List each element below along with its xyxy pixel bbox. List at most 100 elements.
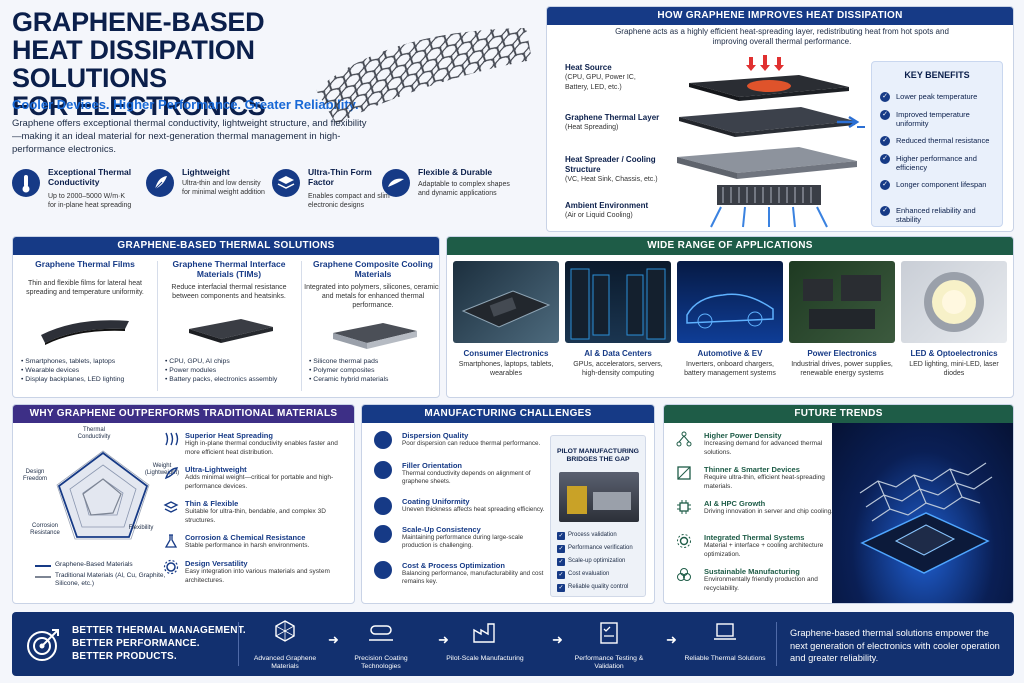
pilot-item: ✓Performance verification [557,545,633,553]
solution-list-item: • Wearable devices [21,367,80,374]
step-label: Advanced Graphene Materials [253,655,317,670]
solution-list: • Smartphones, tablets, laptops • Wearab… [21,357,124,384]
title-line-2: HEAT DISSIPATION SOLUTIONS [12,35,255,93]
check-icon: ✓ [880,110,890,120]
future-item-sustainable: Sustainable Manufacturing Environmentall… [677,567,834,593]
app-title: Power Electronics [807,349,877,358]
future-title: Sustainable Manufacturing [704,567,800,576]
consumer-electronics-image [453,261,559,343]
benefit-text: Lower peak temperature [896,92,978,101]
benefit-text: Reduced thermal resistance [896,136,990,145]
solution-list-item: • Polymer composites [309,367,375,374]
benefit-text: Longer component lifespan [896,180,987,189]
solution-tims: Graphene Thermal Interface Materials (TI… [159,259,299,395]
why-title: Thin & Flexible [185,499,239,508]
factory-icon [473,623,495,643]
benefit-text: Improved temperature uniformity [896,110,970,128]
key-benefits-box: KEY BENEFITS ✓ Lower peak temperature ✓ Im… [871,61,1003,227]
arrow-right-icon: ➜ [328,632,339,647]
tagline: Cooler Devices. Higher Performance. Grea… [12,97,359,112]
solution-list-item: • CPU, GPU, AI chips [165,358,230,365]
solution-list-item: • Smartphones, tablets, laptops [21,358,116,365]
applications-panel: WIDE RANGE OF APPLICATIONS Consumer Elec… [446,236,1014,398]
solution-list-item: • Display backplanes, LED lighting [21,376,125,383]
app-power-electronics: Power Electronics Industrial drives, pow… [789,261,895,395]
manufacturing-panel: MANUFACTURING CHALLENGES Dispersion Qual… [361,404,655,604]
recycle-icon [677,568,691,581]
list-text: Silicone thermal pads [313,358,379,365]
why-desc: Easy integration into various materials … [185,568,330,584]
feature-desc: Enables compact and slim electronic desi… [308,193,390,209]
why-item-lightweight: Ultra-Lightweight Adds minimal weight—cr… [164,465,353,491]
pilot-item-text: Performance verification [568,545,633,551]
slogan-line: BETTER PERFORMANCE. [72,638,200,649]
future-title: Thinner & Smarter Devices [704,465,800,474]
heat-description: Graphene acts as a highly efficient heat… [615,27,949,46]
footer-closing: Graphene-based thermal solutions empower… [790,628,1000,663]
step-label: Performance Testing & Validation [574,655,644,670]
why-title: Ultra-Lightweight [185,465,247,474]
radar-chart [56,450,150,540]
feature-lightweight: Lightweight Ultra-thin and low density f… [146,167,274,223]
page-title: GRAPHENE-BASED HEAT DISSIPATION SOLUTION… [12,8,412,120]
slogan-line: BETTER PRODUCTS. [72,651,177,662]
solution-thermal-films: Graphene Thermal Films Thin and flexible… [15,259,155,395]
device-icon [677,466,691,480]
mfg-item-filler-orientation: Filler Orientation Thermal conductivity … [374,461,552,486]
mfg-title: Cost & Process Optimization [402,561,505,570]
graphene-chip-image [832,423,1013,603]
why-item-corrosion: Corrosion & Chemical Resistance Stable p… [164,533,353,551]
feature-desc: Ultra-thin and low density for minimal w… [182,180,265,196]
layer-heat-source: Heat Source (CPU, GPU, Power IC, Battery… [565,63,647,93]
mfg-title: Dispersion Quality [402,431,469,440]
future-desc: Environmentally friendly production and … [704,576,818,592]
check-icon: ✓ [557,545,565,553]
mfg-item-cost: Cost & Process Optimization Balancing pe… [374,561,552,586]
list-text: Smartphones, tablets, laptops [25,358,116,365]
future-item-power-density: Higher Power Density Increasing demand f… [676,431,834,457]
future-item-ai-hpc: AI & HPC Growth Driving innovation in se… [677,499,834,517]
solution-list: • CPU, GPU, AI chips • Power modules • B… [165,357,277,384]
legend-text: Traditional Materials (Al, Cu, Graphite,… [55,572,166,587]
network-icon [676,431,692,447]
step-pilot-scale: Pilot-Scale Manufacturing [440,618,530,663]
feature-title: Flexible & Durable [418,167,493,177]
why-desc: Suitable for ultra-thin, bendable, and c… [185,508,326,524]
chip-icon [677,500,691,514]
solution-desc: Thin and flexible films for lateral heat… [26,280,144,296]
solutions-heading: GRAPHENE-BASED THERMAL SOLUTIONS [13,237,439,255]
solution-desc: Integrated into polymers, silicones, cer… [304,284,440,309]
check-icon: ✓ [557,532,565,540]
benefit-item: ✓Higher performance and efficiency [880,154,1002,172]
benefit-item: ✓Reduced thermal resistance [880,136,1002,146]
solution-list-item: • Power modules [165,367,217,374]
power-electronics-image [789,261,895,343]
mfg-desc: Thermal conductivity depends on alignmen… [402,470,531,485]
layer-sub: (VC, Heat Sink, Chassis, etc.) [565,176,658,183]
app-desc: Industrial drives, power supplies, renew… [791,361,893,377]
future-item-integrated-systems: Integrated Thermal Systems Material + in… [677,533,834,559]
app-title: Consumer Electronics [463,349,549,358]
solution-title: Graphene Composite Cooling Materials [313,259,433,279]
layer-ambient: Ambient Environment (Air or Liquid Cooli… [565,201,665,221]
thermal-film-image [41,320,129,345]
layer-title: Heat Source [565,63,612,72]
led-image [901,261,1007,343]
layer-title: Heat Spreader / Cooling Structure [565,155,656,174]
pilot-manufacturing-box: PILOT MANUFACTURING BRIDGES THE GAP ✓Pro… [550,435,646,597]
list-text: Ceramic hybrid materials [313,376,389,383]
check-icon: ✓ [880,206,890,216]
why-desc: High in-plane thermal conductivity enabl… [185,440,338,456]
app-title: AI & Data Centers [584,349,652,358]
mfg-title: Filler Orientation [402,461,463,470]
future-desc: Driving innovation in server and chip co… [704,508,833,515]
why-title: Corrosion & Chemical Resistance [185,533,306,542]
layers-icon [272,169,300,197]
feature-flexible-durable: Flexible & Durable Adaptable to complex … [382,167,510,223]
layer-sub: (CPU, GPU, Power IC, Battery, LED, etc.) [565,74,636,91]
key-benefits-heading: KEY BENEFITS [904,70,970,80]
pilot-item-text: Process validation [568,532,617,538]
slogan-line: BETTER THERMAL MANAGEMENT. [72,625,246,636]
data-center-image [565,261,671,343]
app-desc: Smartphones, laptops, tablets, wearables [458,361,554,377]
